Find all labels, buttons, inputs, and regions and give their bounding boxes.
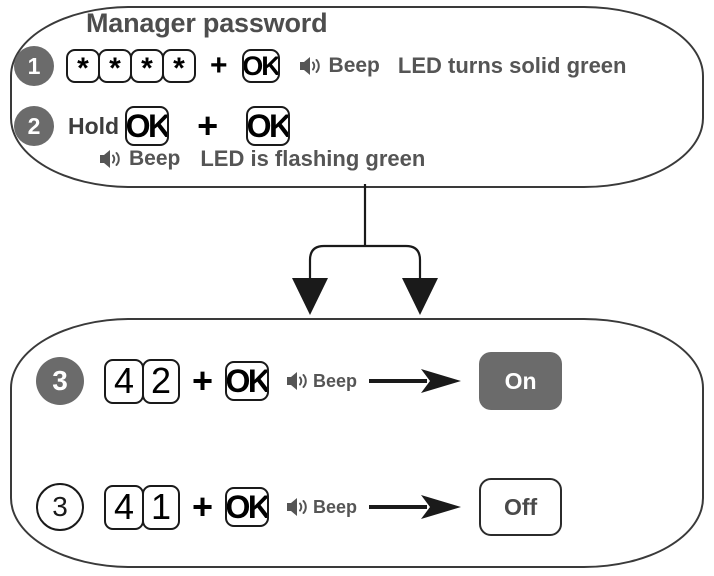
beep-label-step-1: Beep: [328, 54, 380, 77]
right-arrow-icon-on: [369, 368, 463, 394]
key-digit-4-off[interactable]: 4: [104, 484, 144, 530]
page-title: Manager password: [86, 8, 328, 38]
plus-sign-step-3-on: +: [192, 360, 214, 401]
speaker-icon: [98, 148, 122, 170]
key-ok-hold[interactable]: OK: [125, 106, 170, 146]
plus-sign-step-3-off: +: [192, 486, 214, 527]
branching-arrow-connector: [280, 184, 450, 316]
key-digit-1-off[interactable]: 1: [142, 484, 180, 530]
key-asterisk-1[interactable]: *: [66, 49, 100, 83]
step-3-on-row: 3 4 2 + OK Beep On: [36, 352, 563, 410]
step-2-badge: 2: [14, 106, 54, 146]
step-1-badge: 1: [14, 46, 54, 86]
key-ok-step-3-off[interactable]: OK: [225, 487, 270, 527]
key-ok-step-1[interactable]: OK: [241, 49, 280, 83]
speaker-icon: [285, 496, 309, 518]
plus-sign-step-1: +: [210, 49, 228, 82]
step-1-row: 1 * * * * + OK Beep LED turns solid gree…: [14, 46, 626, 86]
led-status-step-2: LED is flashing green: [200, 146, 426, 171]
key-ok-step-2[interactable]: OK: [246, 106, 291, 146]
beep-label-step-3-on: Beep: [313, 370, 358, 391]
beep-label-step-2: Beep: [129, 147, 181, 170]
step-3-off-row: 3 4 1 + OK Beep Off: [36, 478, 563, 536]
speaker-icon: [285, 370, 309, 392]
key-asterisk-4[interactable]: *: [162, 49, 196, 83]
step-3-off-badge: 3: [36, 483, 84, 531]
step-3-on-badge: 3: [36, 357, 84, 405]
key-digit-4-on[interactable]: 4: [104, 358, 144, 404]
plus-sign-step-2: +: [197, 105, 219, 146]
step-3-off-key-sequence: 4 1: [104, 484, 180, 530]
right-arrow-icon-off: [369, 494, 463, 520]
step-1-key-sequence: * * * *: [66, 49, 196, 83]
step-3-on-key-sequence: 4 2: [104, 358, 180, 404]
manager-password-panel: [10, 6, 704, 188]
on-state-button[interactable]: On: [479, 352, 563, 410]
key-asterisk-2[interactable]: *: [98, 49, 132, 83]
key-digit-2-on[interactable]: 2: [142, 358, 180, 404]
speaker-icon: [298, 55, 322, 77]
step-2-status-row: Beep LED is flashing green: [98, 146, 425, 172]
led-status-step-1: LED turns solid green: [397, 53, 627, 78]
step-2-row: 2 Hold OK + OK: [14, 105, 291, 146]
beep-label-step-3-off: Beep: [313, 496, 358, 517]
hold-label: Hold: [68, 112, 120, 139]
key-asterisk-3[interactable]: *: [130, 49, 164, 83]
key-ok-step-3-on[interactable]: OK: [225, 361, 270, 401]
off-state-button[interactable]: Off: [479, 478, 563, 536]
